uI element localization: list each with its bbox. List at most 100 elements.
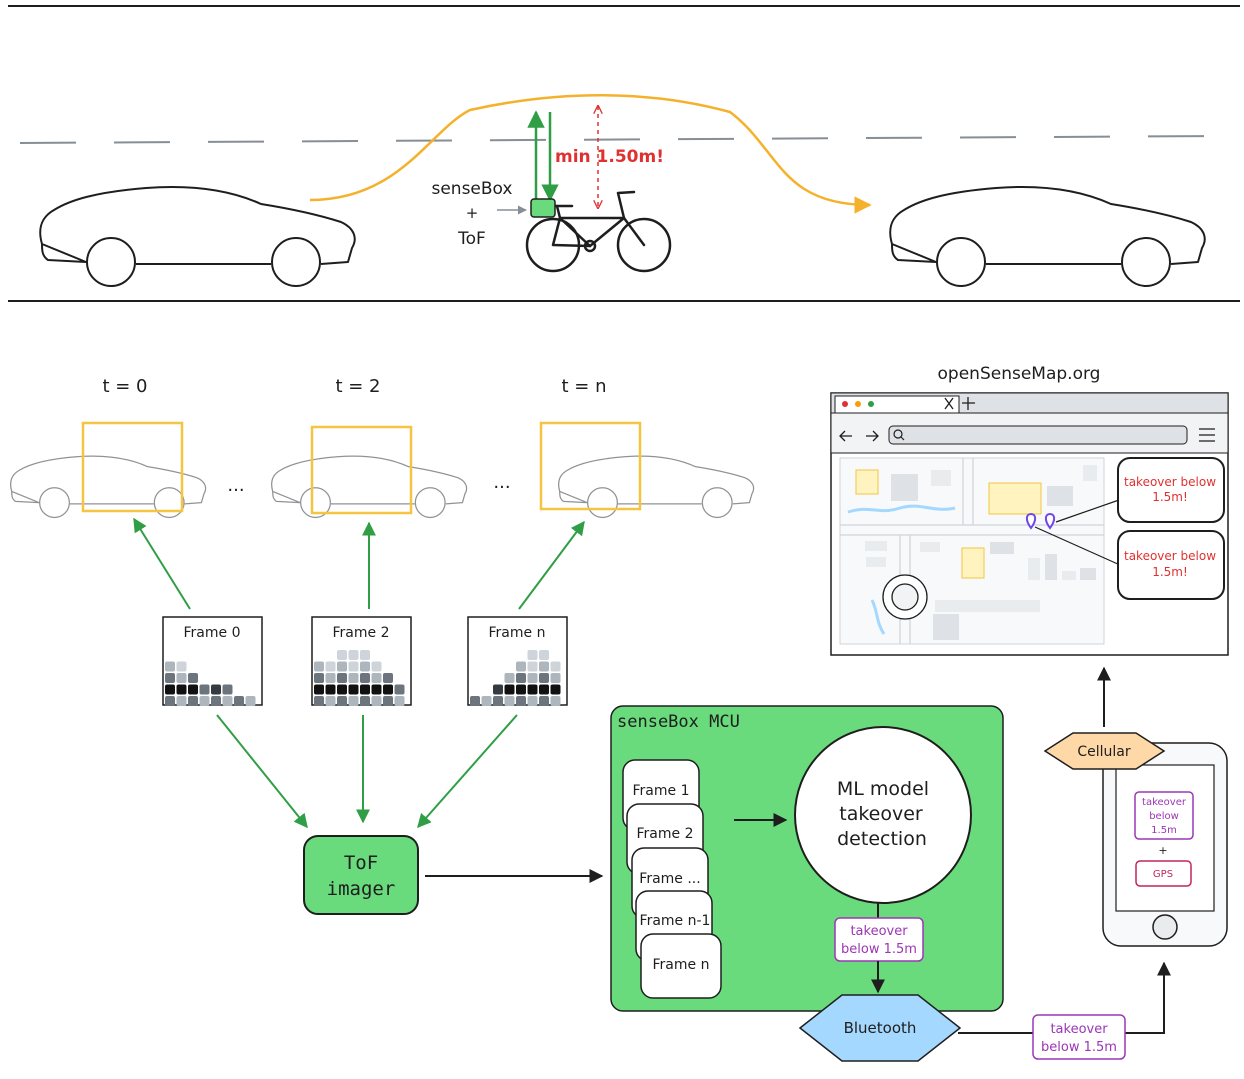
depth-pixel xyxy=(539,661,549,672)
depth-pixel xyxy=(516,673,526,683)
map-roundabout-center xyxy=(891,583,919,611)
depth-pixel xyxy=(527,661,538,672)
depth-pixel xyxy=(314,673,324,683)
map-popup-2 xyxy=(1117,530,1225,600)
frame-card-0-pixels xyxy=(165,661,256,706)
car-view-0-icon xyxy=(9,455,207,519)
menu-icon xyxy=(1199,428,1215,442)
depth-pixel xyxy=(234,696,244,706)
depth-pixel xyxy=(165,696,175,706)
depth-pixel xyxy=(527,684,538,695)
stack-frame-dots-label: Frame ... xyxy=(639,871,700,887)
depth-pixel xyxy=(337,684,347,695)
mcu-output-line2: below 1.5m xyxy=(841,942,917,957)
depth-pixel xyxy=(539,696,549,706)
depth-pixel xyxy=(360,661,370,672)
frame-arrows xyxy=(133,517,585,829)
arrow-frame0-to-imager xyxy=(216,714,308,829)
car-ahead-icon xyxy=(889,185,1206,287)
depth-pixel xyxy=(188,684,198,695)
arrow-framen-to-imager xyxy=(417,714,518,829)
phone-home-button xyxy=(1152,914,1178,940)
search-icon xyxy=(893,429,905,441)
forward-icon xyxy=(866,430,879,442)
depth-pixel xyxy=(360,684,370,695)
timestep-row: t = 0 t = 2 t = n ... ... xyxy=(9,376,755,519)
depth-pixel xyxy=(314,696,324,706)
depth-pixel xyxy=(176,673,187,683)
depth-pixel xyxy=(165,661,175,672)
depth-pixel xyxy=(176,661,187,672)
depth-pixel xyxy=(550,684,561,695)
bt-output-line2: below 1.5m xyxy=(1041,1040,1117,1055)
sensor-fov-0 xyxy=(81,421,184,513)
window-minimize-dot xyxy=(855,401,861,407)
mcu-title: senseBox MCU xyxy=(617,712,740,732)
frame-card-n-pixels xyxy=(470,650,561,706)
stack-frame-n-1-label: Frame n-1 xyxy=(640,913,711,929)
depth-pixel xyxy=(383,684,393,695)
depth-pixel xyxy=(337,661,347,672)
map-popup-2-line1: takeover below xyxy=(1124,549,1216,563)
arrow-framen-to-car xyxy=(518,520,585,610)
sensebox-mcu: senseBox MCU Frame 1 Frame 2 Frame ... F… xyxy=(610,705,1004,1012)
map-pin-icon xyxy=(1044,512,1056,530)
arrow-bluetooth-to-phone xyxy=(958,961,1171,1034)
depth-pixel xyxy=(371,673,382,683)
min-distance-label: min 1.50m! xyxy=(555,147,664,167)
phone-gps-label: GPS xyxy=(1153,869,1173,880)
ml-model-circle xyxy=(794,726,972,904)
tab-close-icon xyxy=(944,397,954,410)
depth-pixel xyxy=(550,661,561,672)
depth-pixel xyxy=(516,661,526,672)
map-stream xyxy=(870,599,886,635)
ml-model-label-line2: takeover xyxy=(839,803,923,825)
depth-pixel xyxy=(550,696,561,706)
depth-pixel xyxy=(211,684,221,695)
map-popup-1-line2: 1.5m! xyxy=(1152,490,1188,504)
depth-pixel xyxy=(371,661,382,672)
depth-pixel xyxy=(199,696,210,706)
depth-pixel xyxy=(360,673,370,683)
bt-output-box xyxy=(1032,1014,1126,1060)
bt-output-line1: takeover xyxy=(1050,1022,1108,1037)
phone-plus: + xyxy=(1158,844,1167,857)
stack-frame-2-label: Frame 2 xyxy=(637,826,694,842)
depth-pixel xyxy=(165,684,175,695)
depth-pixel xyxy=(314,661,324,672)
road-scene: min 1.50m! senseBox + ToF xyxy=(8,5,1240,302)
depth-pixel xyxy=(516,684,526,695)
depth-pixel xyxy=(383,696,393,706)
website-title: openSenseMap.org xyxy=(938,364,1101,384)
back-icon xyxy=(839,430,852,442)
map-popup-1 xyxy=(1117,457,1225,523)
depth-pixel xyxy=(348,650,359,660)
popup-1-connector xyxy=(1055,499,1120,523)
depth-pixel xyxy=(493,684,503,695)
depth-pixel xyxy=(394,684,405,695)
depth-pixel xyxy=(325,661,336,672)
depth-pixel xyxy=(314,684,324,695)
sensebox-device xyxy=(530,198,556,218)
sensor-label-line1: senseBox xyxy=(431,179,512,199)
depth-pixel xyxy=(325,684,336,695)
frame-card-0-label: Frame 0 xyxy=(184,625,241,641)
lane-divider xyxy=(19,135,1216,144)
tof-imager-label-line1: ToF xyxy=(344,852,378,874)
depth-pixel xyxy=(222,684,233,695)
phone-event-box xyxy=(1134,791,1194,840)
depth-pixel xyxy=(470,696,480,706)
depth-pixel xyxy=(527,673,538,683)
depth-pixel xyxy=(504,673,515,683)
sensor-fov-n xyxy=(539,421,642,511)
phone-event-line1: takeover xyxy=(1142,797,1187,808)
car-view-2-icon xyxy=(270,455,468,519)
map-view xyxy=(839,457,1105,645)
ellipsis-2: ... xyxy=(493,472,510,493)
overtake-path xyxy=(309,94,872,214)
window-maximize-dot xyxy=(868,401,874,407)
phone-event-line3: 1.5m xyxy=(1151,825,1177,836)
depth-pixel xyxy=(550,673,561,683)
stack-frame-n-label: Frame n xyxy=(653,957,710,973)
